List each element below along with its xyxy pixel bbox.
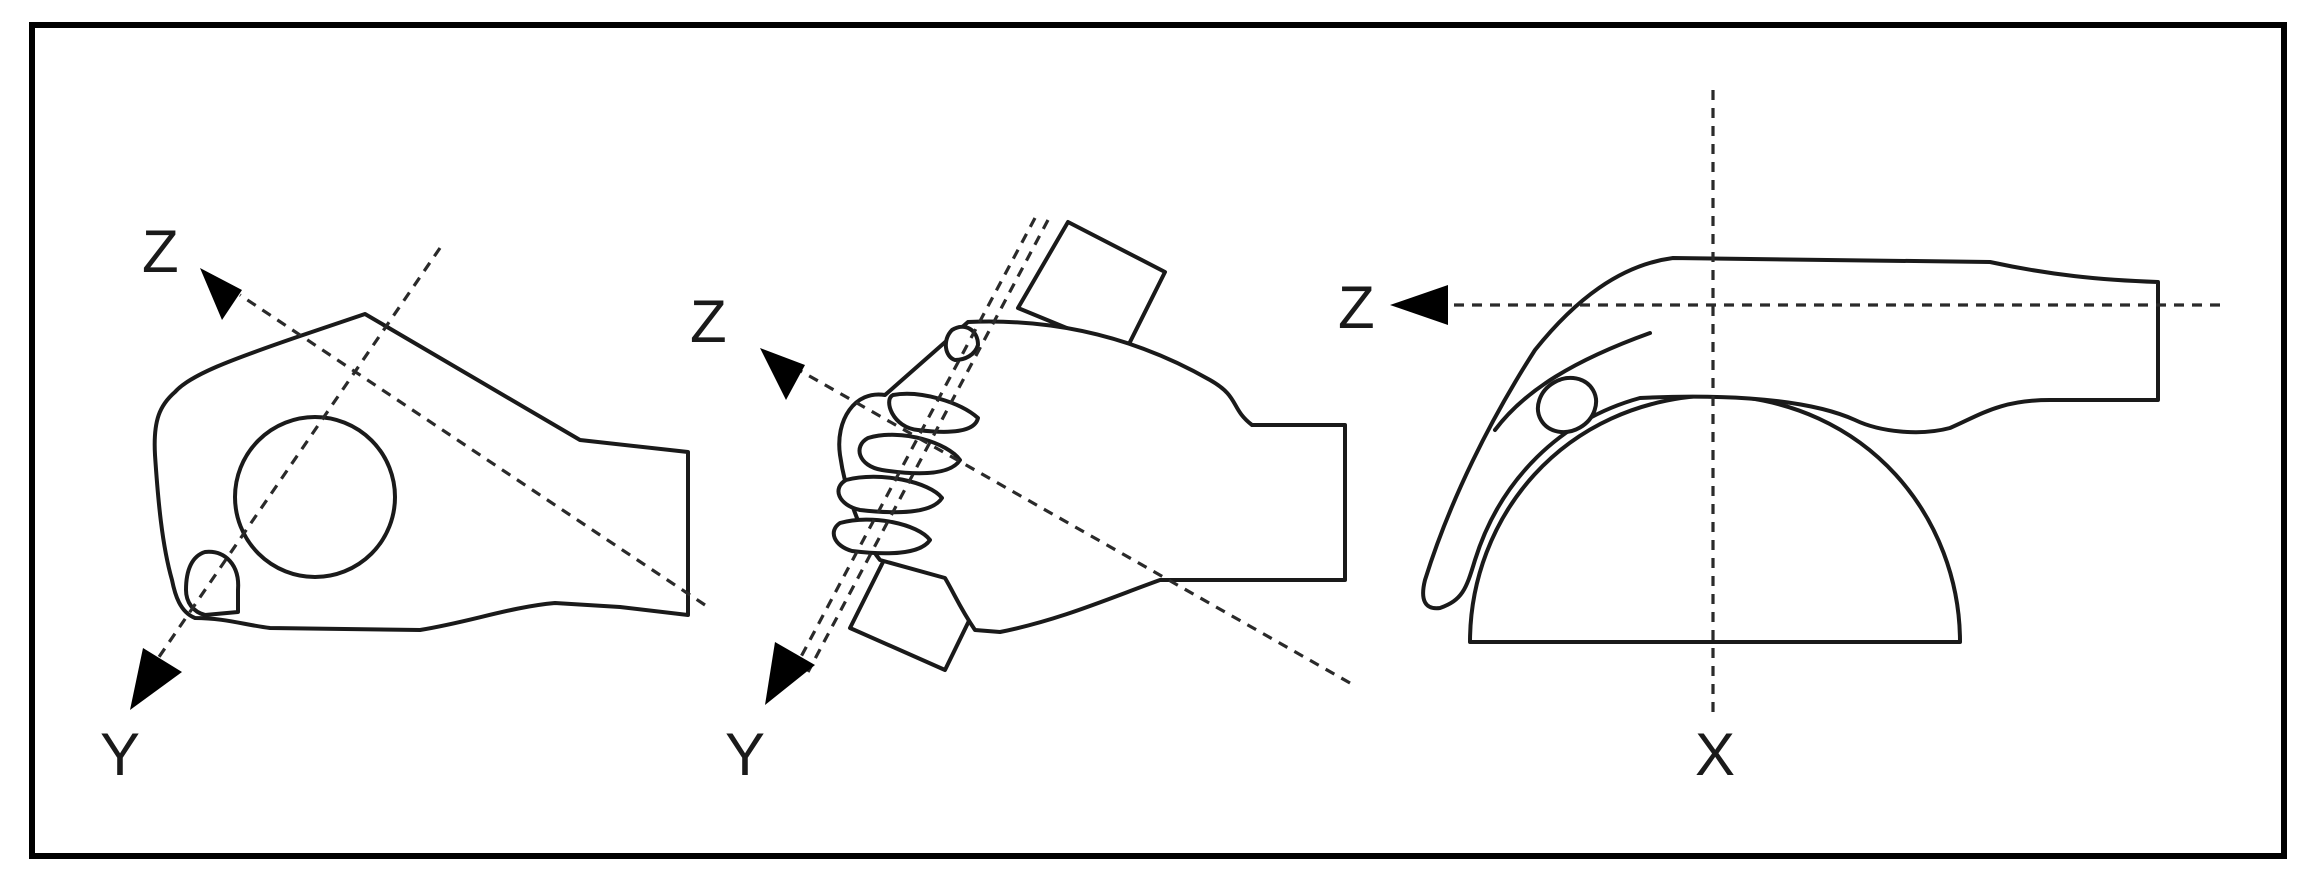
finger-5 xyxy=(831,517,932,556)
z-axis-arrow xyxy=(760,348,805,400)
y-axis-line xyxy=(148,247,442,671)
finger-2 xyxy=(887,391,980,434)
z-axis-arrow xyxy=(1390,285,1448,325)
grip-ball xyxy=(233,415,397,579)
thumb-tip xyxy=(184,549,241,617)
z-axis-line xyxy=(239,293,706,607)
hand-outline xyxy=(1421,256,2160,611)
finger-contour xyxy=(1493,331,1652,432)
finger-1 xyxy=(943,324,980,362)
y-axis-line xyxy=(793,217,1037,669)
z-axis-label: Z xyxy=(690,288,727,355)
z-axis-label: Z xyxy=(1338,274,1375,341)
z-axis-label: Z xyxy=(142,218,179,285)
panel-ball-grip: Z Y xyxy=(100,218,706,788)
y-axis-label: Y xyxy=(725,721,765,788)
y-axis-arrow xyxy=(765,642,815,705)
finger-3 xyxy=(857,432,962,476)
figure-border xyxy=(29,22,2287,859)
x-axis-label: X xyxy=(1695,721,1735,788)
cylinder-axis-line xyxy=(806,219,1050,673)
hand-outline xyxy=(152,312,690,632)
fingertip xyxy=(1535,375,1599,435)
panel-cylinder-grip: Z Y xyxy=(690,217,1351,788)
hand-outline xyxy=(837,319,1347,634)
z-axis-arrow xyxy=(200,268,242,320)
y-axis-arrow xyxy=(130,648,182,710)
y-axis-label: Y xyxy=(100,721,140,788)
panel-hemisphere-grip: Z X xyxy=(1338,90,2220,788)
